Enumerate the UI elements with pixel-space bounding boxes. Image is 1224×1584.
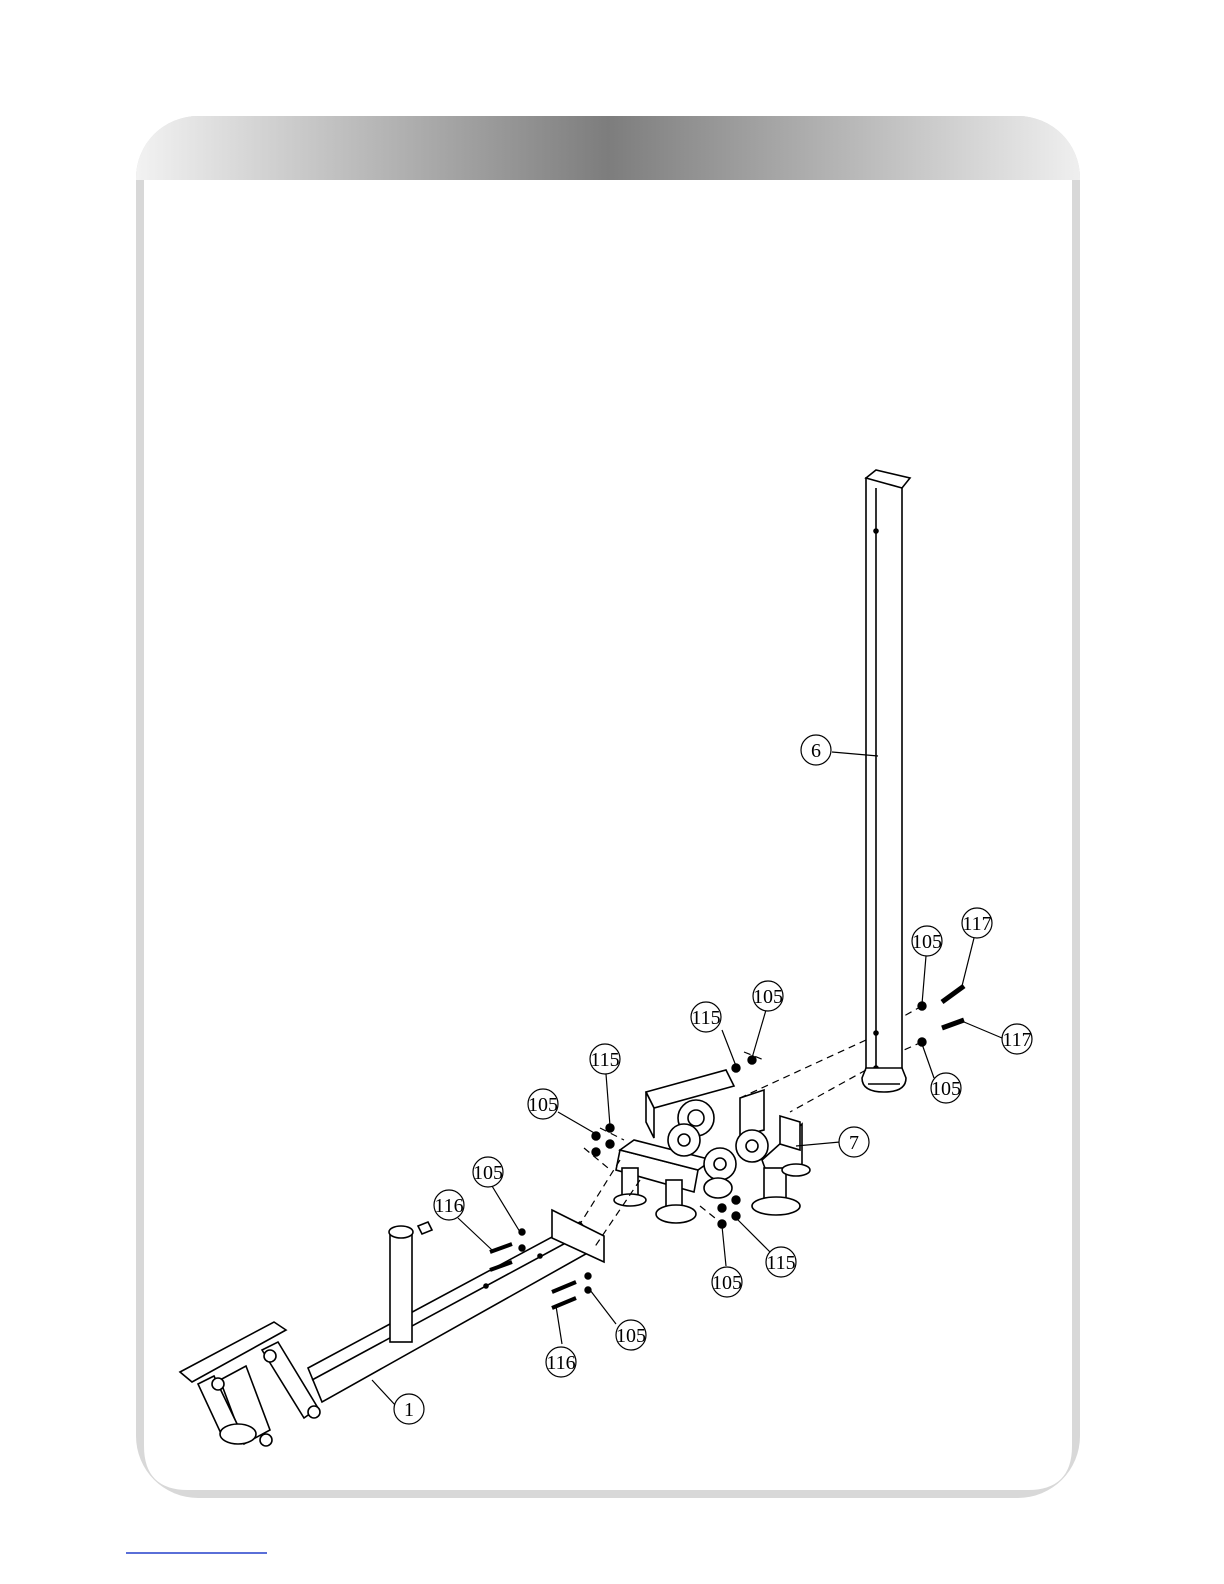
callout-105: 105 [616,1325,646,1347]
callout-105: 105 [712,1272,742,1294]
callout-115: 115 [691,1007,720,1029]
callout-116: 116 [434,1195,463,1217]
callout-115: 115 [590,1049,619,1071]
callout-115: 115 [766,1252,795,1274]
callout-116: 116 [546,1352,575,1374]
callout-117: 117 [1002,1029,1031,1051]
callout-6: 6 [811,740,821,762]
callout-105: 105 [931,1078,961,1100]
callout-1: 1 [404,1399,414,1421]
footer-rule [126,1552,267,1554]
page-frame [136,116,1080,1498]
callout-117: 117 [962,913,991,935]
callout-105: 105 [753,986,783,1008]
callout-105: 105 [473,1162,503,1184]
header-bar [136,116,1080,180]
callout-105: 105 [528,1094,558,1116]
part-6-upright [862,470,910,1092]
callout-7: 7 [849,1132,859,1154]
callout-105: 105 [912,931,942,953]
